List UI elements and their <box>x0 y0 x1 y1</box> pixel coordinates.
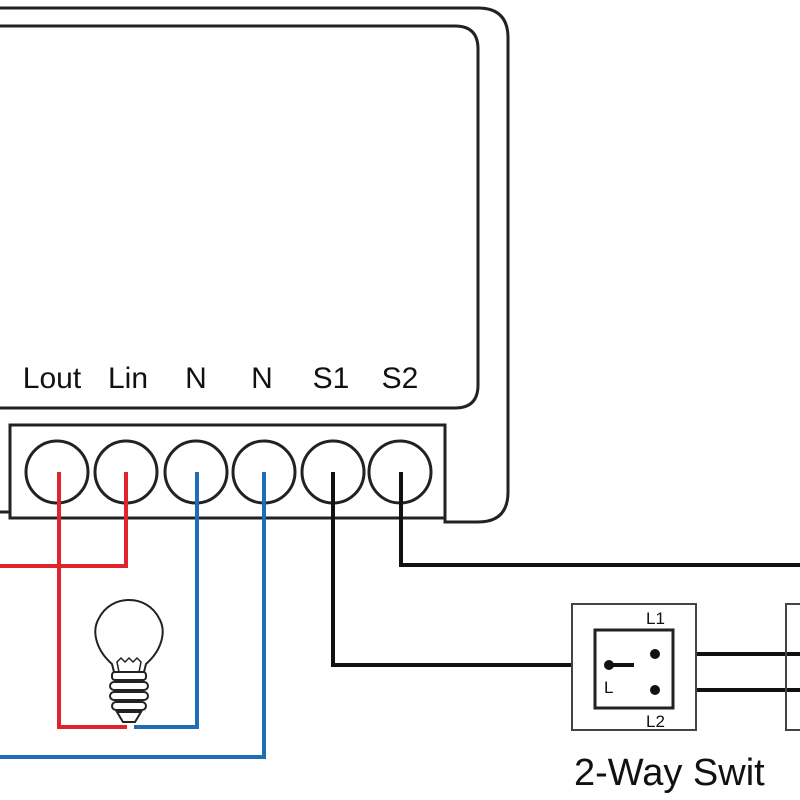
two-way-switch: L1 L L2 <box>571 603 697 731</box>
switch-contact-l2 <box>650 685 660 695</box>
switch-contact-l1 <box>650 649 660 659</box>
neutral-wire-n2 <box>0 472 266 759</box>
wires <box>0 472 800 759</box>
switch-label-l2: L2 <box>646 712 665 731</box>
live-wire-lin <box>0 472 128 568</box>
terminal-label-n1: N <box>185 362 207 395</box>
terminal-label-s2: S2 <box>382 362 419 395</box>
signal-wire-s2 <box>399 472 800 567</box>
bulb-base-top <box>111 671 147 681</box>
terminal-label-n2: N <box>251 362 273 395</box>
bulb-base-ring1 <box>109 681 149 691</box>
terminal-label-lout: Lout <box>23 362 82 395</box>
bulb-filament <box>116 656 142 673</box>
signal-wire-s1 <box>331 472 609 667</box>
second-switch-partial <box>785 603 800 731</box>
second-switch-plate <box>785 603 800 731</box>
switch-label-l: L <box>604 678 613 697</box>
neutral-wire-n1 <box>134 472 199 729</box>
live-wire-lout <box>57 472 127 729</box>
light-bulb-icon <box>94 598 164 723</box>
module-inner-face <box>0 24 480 410</box>
bulb-glass <box>94 598 164 673</box>
switch-common-contact <box>604 660 614 670</box>
terminal-screws <box>24 439 433 505</box>
bulb-base-ring3 <box>111 701 147 711</box>
switch-label-l1: L1 <box>646 609 665 628</box>
terminal-label-lin: Lin <box>108 362 148 395</box>
relay-module <box>0 6 510 524</box>
bulb-base-tip <box>115 711 143 723</box>
bulb-base-ring2 <box>109 691 149 701</box>
terminal-labels: Lout Lin N N S1 S2 <box>23 362 419 395</box>
terminal-label-s1: S1 <box>313 362 350 395</box>
switch-caption: 2-Way Swit <box>574 752 765 794</box>
